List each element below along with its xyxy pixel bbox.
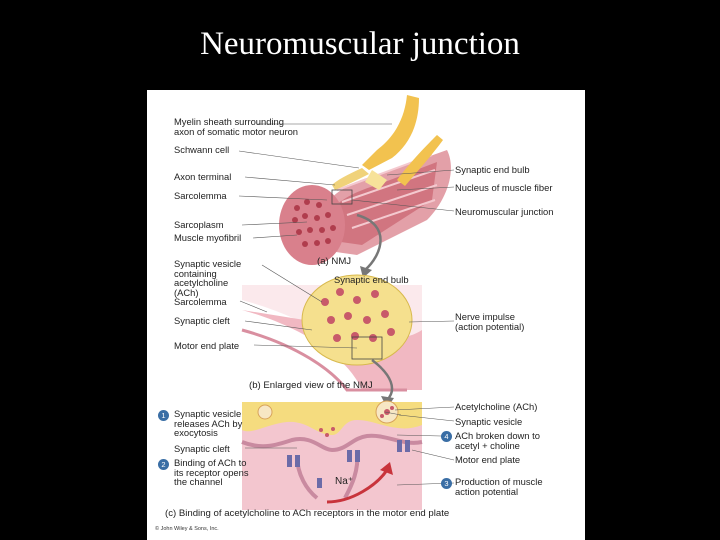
label-sarcolemma-a: Sarcolemma bbox=[174, 190, 227, 201]
label-sarcolemma-b: Sarcolemma bbox=[174, 296, 227, 307]
label-sarcoplasm: Sarcoplasm bbox=[174, 219, 224, 230]
caption-c: (c) Binding of acetylcholine to ACh rece… bbox=[165, 508, 450, 519]
label-motor-end-plate-b: Motor end plate bbox=[174, 340, 240, 351]
label-muscle-myofibril: Muscle myofibril bbox=[174, 232, 242, 243]
label-motor-end-plate-c: Motor end plate bbox=[455, 454, 521, 465]
label-acetylcholine: Acetylcholine (ACh) bbox=[455, 401, 538, 412]
caption-a: (a) NMJ bbox=[317, 256, 352, 267]
panel-b-art bbox=[241, 274, 422, 408]
caption-b: (b) Enlarged view of the NMJ bbox=[249, 380, 373, 391]
panel-a-art bbox=[279, 95, 451, 278]
page-title: Neuromuscular junction bbox=[200, 26, 520, 62]
step-badge-3: 3 bbox=[441, 478, 452, 489]
label-axon-terminal: Axon terminal bbox=[174, 171, 232, 182]
label-synaptic-end-bulb-a: Synaptic end bulb bbox=[455, 164, 530, 175]
panel-c-art bbox=[241, 400, 423, 510]
label-nerve-impulse: Nerve impulse (action potential) bbox=[455, 311, 525, 332]
label-step-2: Binding of ACh to its receptor opens the… bbox=[174, 457, 249, 488]
label-sodium-ion: Na⁺ bbox=[335, 476, 354, 487]
label-step-3: Production of muscle action potential bbox=[455, 476, 543, 497]
label-synaptic-vesicle-c: Synaptic vesicle bbox=[455, 416, 523, 427]
label-synaptic-end-bulb-b: Synaptic end bulb bbox=[334, 274, 409, 285]
label-schwann-cell: Schwann cell bbox=[174, 144, 230, 155]
step-badge-2: 2 bbox=[158, 459, 169, 470]
label-step-1: Synaptic vesicle releases ACh by exocyto… bbox=[174, 408, 243, 439]
label-myelin-sheath: Myelin sheath surrounding axon of somati… bbox=[174, 116, 299, 137]
label-neuromuscular-junction: Neuromuscular junction bbox=[455, 206, 554, 217]
step-badge-4: 4 bbox=[441, 431, 452, 442]
label-synaptic-cleft-c: Synaptic cleft bbox=[174, 443, 230, 454]
label-synaptic-cleft-b: Synaptic cleft bbox=[174, 315, 230, 326]
nmj-illustration bbox=[238, 95, 455, 510]
label-synaptic-vesicle-b: Synaptic vesicle containing acetylcholin… bbox=[174, 258, 242, 298]
nmj-figure: Myelin sheath surrounding axon of somati… bbox=[147, 90, 585, 540]
copyright-notice: © John Wiley & Sons, Inc. bbox=[155, 526, 219, 532]
label-step-4: ACh broken down to acetyl + choline bbox=[455, 430, 540, 451]
label-nucleus-muscle-fiber: Nucleus of muscle fiber bbox=[455, 182, 553, 193]
step-badge-1: 1 bbox=[158, 410, 169, 421]
